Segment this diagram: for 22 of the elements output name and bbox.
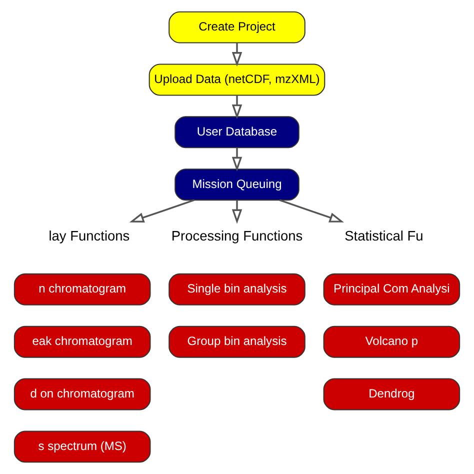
node-text: Statistical Fu — [344, 228, 424, 244]
arrow — [279, 199, 344, 222]
arrow — [232, 200, 242, 224]
node-box: Mission Queuing — [174, 168, 300, 201]
node-box: Upload Data (netCDF, mzXML) — [148, 64, 326, 96]
node-box: eak chromatogram — [14, 326, 151, 358]
node-box: s spectrum (MS) — [14, 430, 151, 463]
node-box: User Database — [174, 116, 300, 148]
arrow — [129, 199, 195, 222]
arrow — [232, 95, 242, 120]
node-text: lay Functions — [48, 228, 130, 244]
node-box: Dendrog — [323, 378, 460, 410]
arrow — [232, 148, 242, 172]
node-box: n chromatogram — [14, 273, 151, 306]
node-box: Create Project — [168, 11, 306, 44]
node-box: d on chromatogram — [14, 378, 151, 410]
node-box: Group bin analysis — [168, 326, 306, 358]
node-box: Volcano p — [323, 326, 460, 358]
arrow — [232, 42, 242, 67]
node-box: Principal Com Analysi — [323, 273, 460, 306]
node-text: Processing Functions — [171, 228, 303, 244]
node-box: Single bin analysis — [168, 273, 306, 306]
